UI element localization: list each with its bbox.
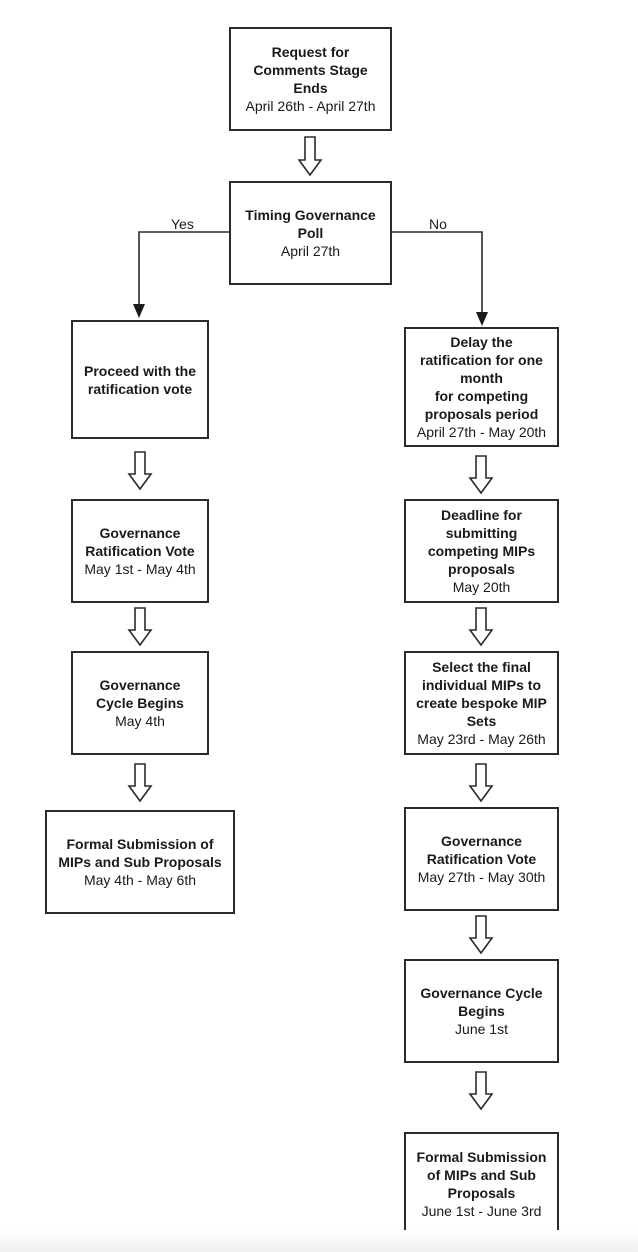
yes-label: Yes bbox=[171, 216, 194, 232]
arrow-proceed-to-vote bbox=[127, 451, 153, 491]
node-date: June 1st - June 3rd bbox=[421, 1203, 542, 1219]
node-date: May 23rd - May 26th bbox=[417, 731, 546, 747]
deadline-competing-mips-box: Deadline for submitting competing MIPs p… bbox=[404, 499, 559, 603]
node-title: Formal Submission of MIPs and Sub Propos… bbox=[416, 1149, 547, 1201]
node-date: April 26th - April 27th bbox=[245, 98, 376, 114]
left-formal-submission-box: Formal Submission of MIPs and Sub Propos… bbox=[45, 810, 235, 914]
timing-governance-poll-box: Timing Governance Poll April 27th bbox=[229, 181, 392, 285]
node-title: Select the final individual MIPs to crea… bbox=[416, 659, 547, 729]
proceed-ratification-box: Proceed with the ratification vote bbox=[71, 320, 209, 439]
arrow-cycle-to-submission-right bbox=[468, 1071, 494, 1111]
left-ratification-vote-box: Governance Ratification Vote May 1st - M… bbox=[71, 499, 209, 603]
node-title: Timing Governance Poll bbox=[245, 207, 376, 241]
node-title: Governance Ratification Vote bbox=[85, 525, 195, 559]
node-title: Governance Cycle Begins bbox=[96, 677, 184, 711]
no-label: No bbox=[429, 216, 447, 232]
no-branch-arrowhead bbox=[476, 312, 488, 326]
node-date: May 27th - May 30th bbox=[417, 869, 546, 885]
node-date: May 4th bbox=[115, 713, 165, 729]
rfc-stage-end-box: Request for Comments Stage Ends April 26… bbox=[229, 27, 392, 131]
node-title: Delay the ratification for one month for… bbox=[420, 334, 543, 422]
select-final-mips-box: Select the final individual MIPs to crea… bbox=[404, 651, 559, 755]
node-title: Request for Comments Stage Ends bbox=[253, 44, 368, 96]
node-title: Proceed with the ratification vote bbox=[83, 362, 197, 397]
node-title: Governance Ratification Vote bbox=[426, 833, 537, 867]
node-title: Deadline for submitting competing MIPs p… bbox=[427, 507, 536, 577]
arrow-deadline-to-select bbox=[468, 607, 494, 647]
right-ratification-vote-box: Governance Ratification Vote May 27th - … bbox=[404, 807, 559, 911]
left-governance-cycle-box: Governance Cycle Begins May 4th bbox=[71, 651, 209, 755]
right-formal-submission-box: Formal Submission of MIPs and Sub Propos… bbox=[404, 1132, 559, 1236]
arrow-rfc-to-poll bbox=[297, 136, 323, 177]
node-title: Formal Submission of MIPs and Sub Propos… bbox=[58, 836, 222, 870]
node-date: April 27th bbox=[280, 243, 341, 259]
arrow-vote-to-cycle-left bbox=[127, 607, 153, 647]
node-date: May 1st - May 4th bbox=[84, 561, 196, 577]
arrow-cycle-to-submission-left bbox=[127, 763, 153, 803]
node-date: June 1st bbox=[455, 1021, 508, 1037]
right-governance-cycle-box: Governance Cycle Begins June 1st bbox=[404, 959, 559, 1063]
bottom-fade bbox=[0, 1230, 638, 1252]
yes-branch-arrowhead bbox=[133, 304, 145, 318]
arrow-vote-to-cycle-right bbox=[468, 915, 494, 955]
arrow-select-to-vote-right bbox=[468, 763, 494, 803]
no-branch-line bbox=[391, 231, 483, 316]
arrow-delay-to-deadline bbox=[468, 455, 494, 495]
node-date: April 27th - May 20th bbox=[416, 424, 547, 440]
delay-ratification-box: Delay the ratification for one month for… bbox=[404, 327, 559, 447]
node-title: Governance Cycle Begins bbox=[420, 985, 543, 1019]
yes-branch-line bbox=[138, 231, 230, 308]
node-date: May 4th - May 6th bbox=[83, 872, 197, 888]
node-date: May 20th bbox=[452, 579, 511, 595]
